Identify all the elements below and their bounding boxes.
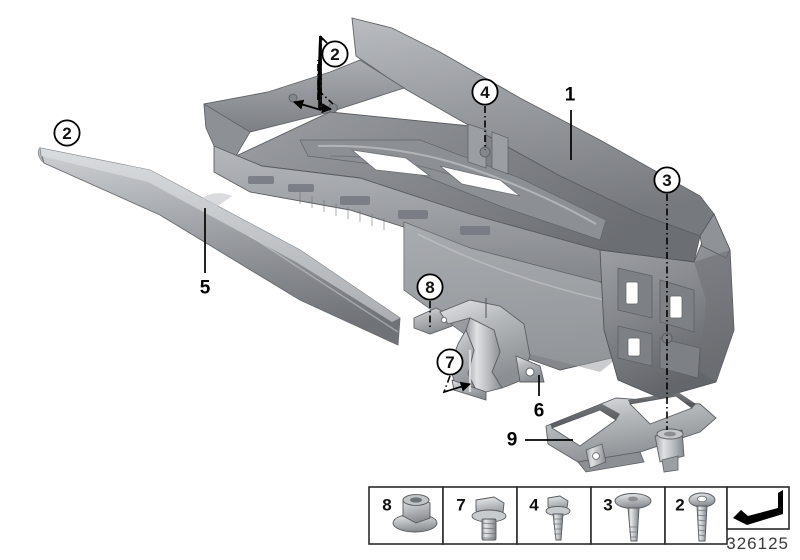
callout-2-top-label: 2	[330, 45, 339, 64]
legend-number-3: 3	[603, 496, 612, 515]
legend-number-2: 2	[675, 496, 684, 515]
flange-bolt-icon	[471, 496, 507, 541]
callout-7-leader	[442, 375, 471, 394]
callout-1-label: 1	[565, 85, 576, 106]
callout-3-label: 3	[662, 171, 671, 190]
direction-arrow-icon	[733, 490, 783, 525]
part-9-carrier-bracket	[545, 392, 717, 473]
callout-2-top-leader	[293, 35, 334, 114]
torx-pan-screw-icon	[688, 492, 716, 542]
hex-flange-screw-icon	[545, 495, 571, 541]
part-6-support-bracket	[413, 298, 545, 401]
callout-3-circle	[653, 166, 681, 194]
callout-7-circle	[436, 348, 464, 376]
truss-head-screw-icon	[614, 493, 652, 542]
callout-8-circle	[416, 273, 444, 301]
flange-nut-icon	[392, 494, 438, 533]
legend-cell-2	[664, 486, 728, 545]
callout-4-label: 4	[480, 83, 490, 102]
callout-4-circle	[471, 78, 499, 106]
callout-9-label: 9	[507, 430, 518, 451]
legend-number-7: 7	[456, 496, 465, 515]
legend-number-4: 4	[529, 496, 539, 515]
callout-7-label: 7	[445, 353, 454, 372]
diagram-number: 326125	[726, 534, 789, 553]
callout-8-label: 8	[425, 278, 434, 297]
callout-2-top-circle	[321, 40, 349, 68]
callout-5-label: 5	[200, 278, 211, 299]
legend-number-8: 8	[382, 496, 391, 515]
callout-6-label: 6	[534, 401, 545, 422]
fastener-legend: 8 7 4	[368, 486, 790, 545]
callout-2-left-circle	[53, 119, 81, 147]
callout-2-left-label: 2	[62, 124, 71, 143]
